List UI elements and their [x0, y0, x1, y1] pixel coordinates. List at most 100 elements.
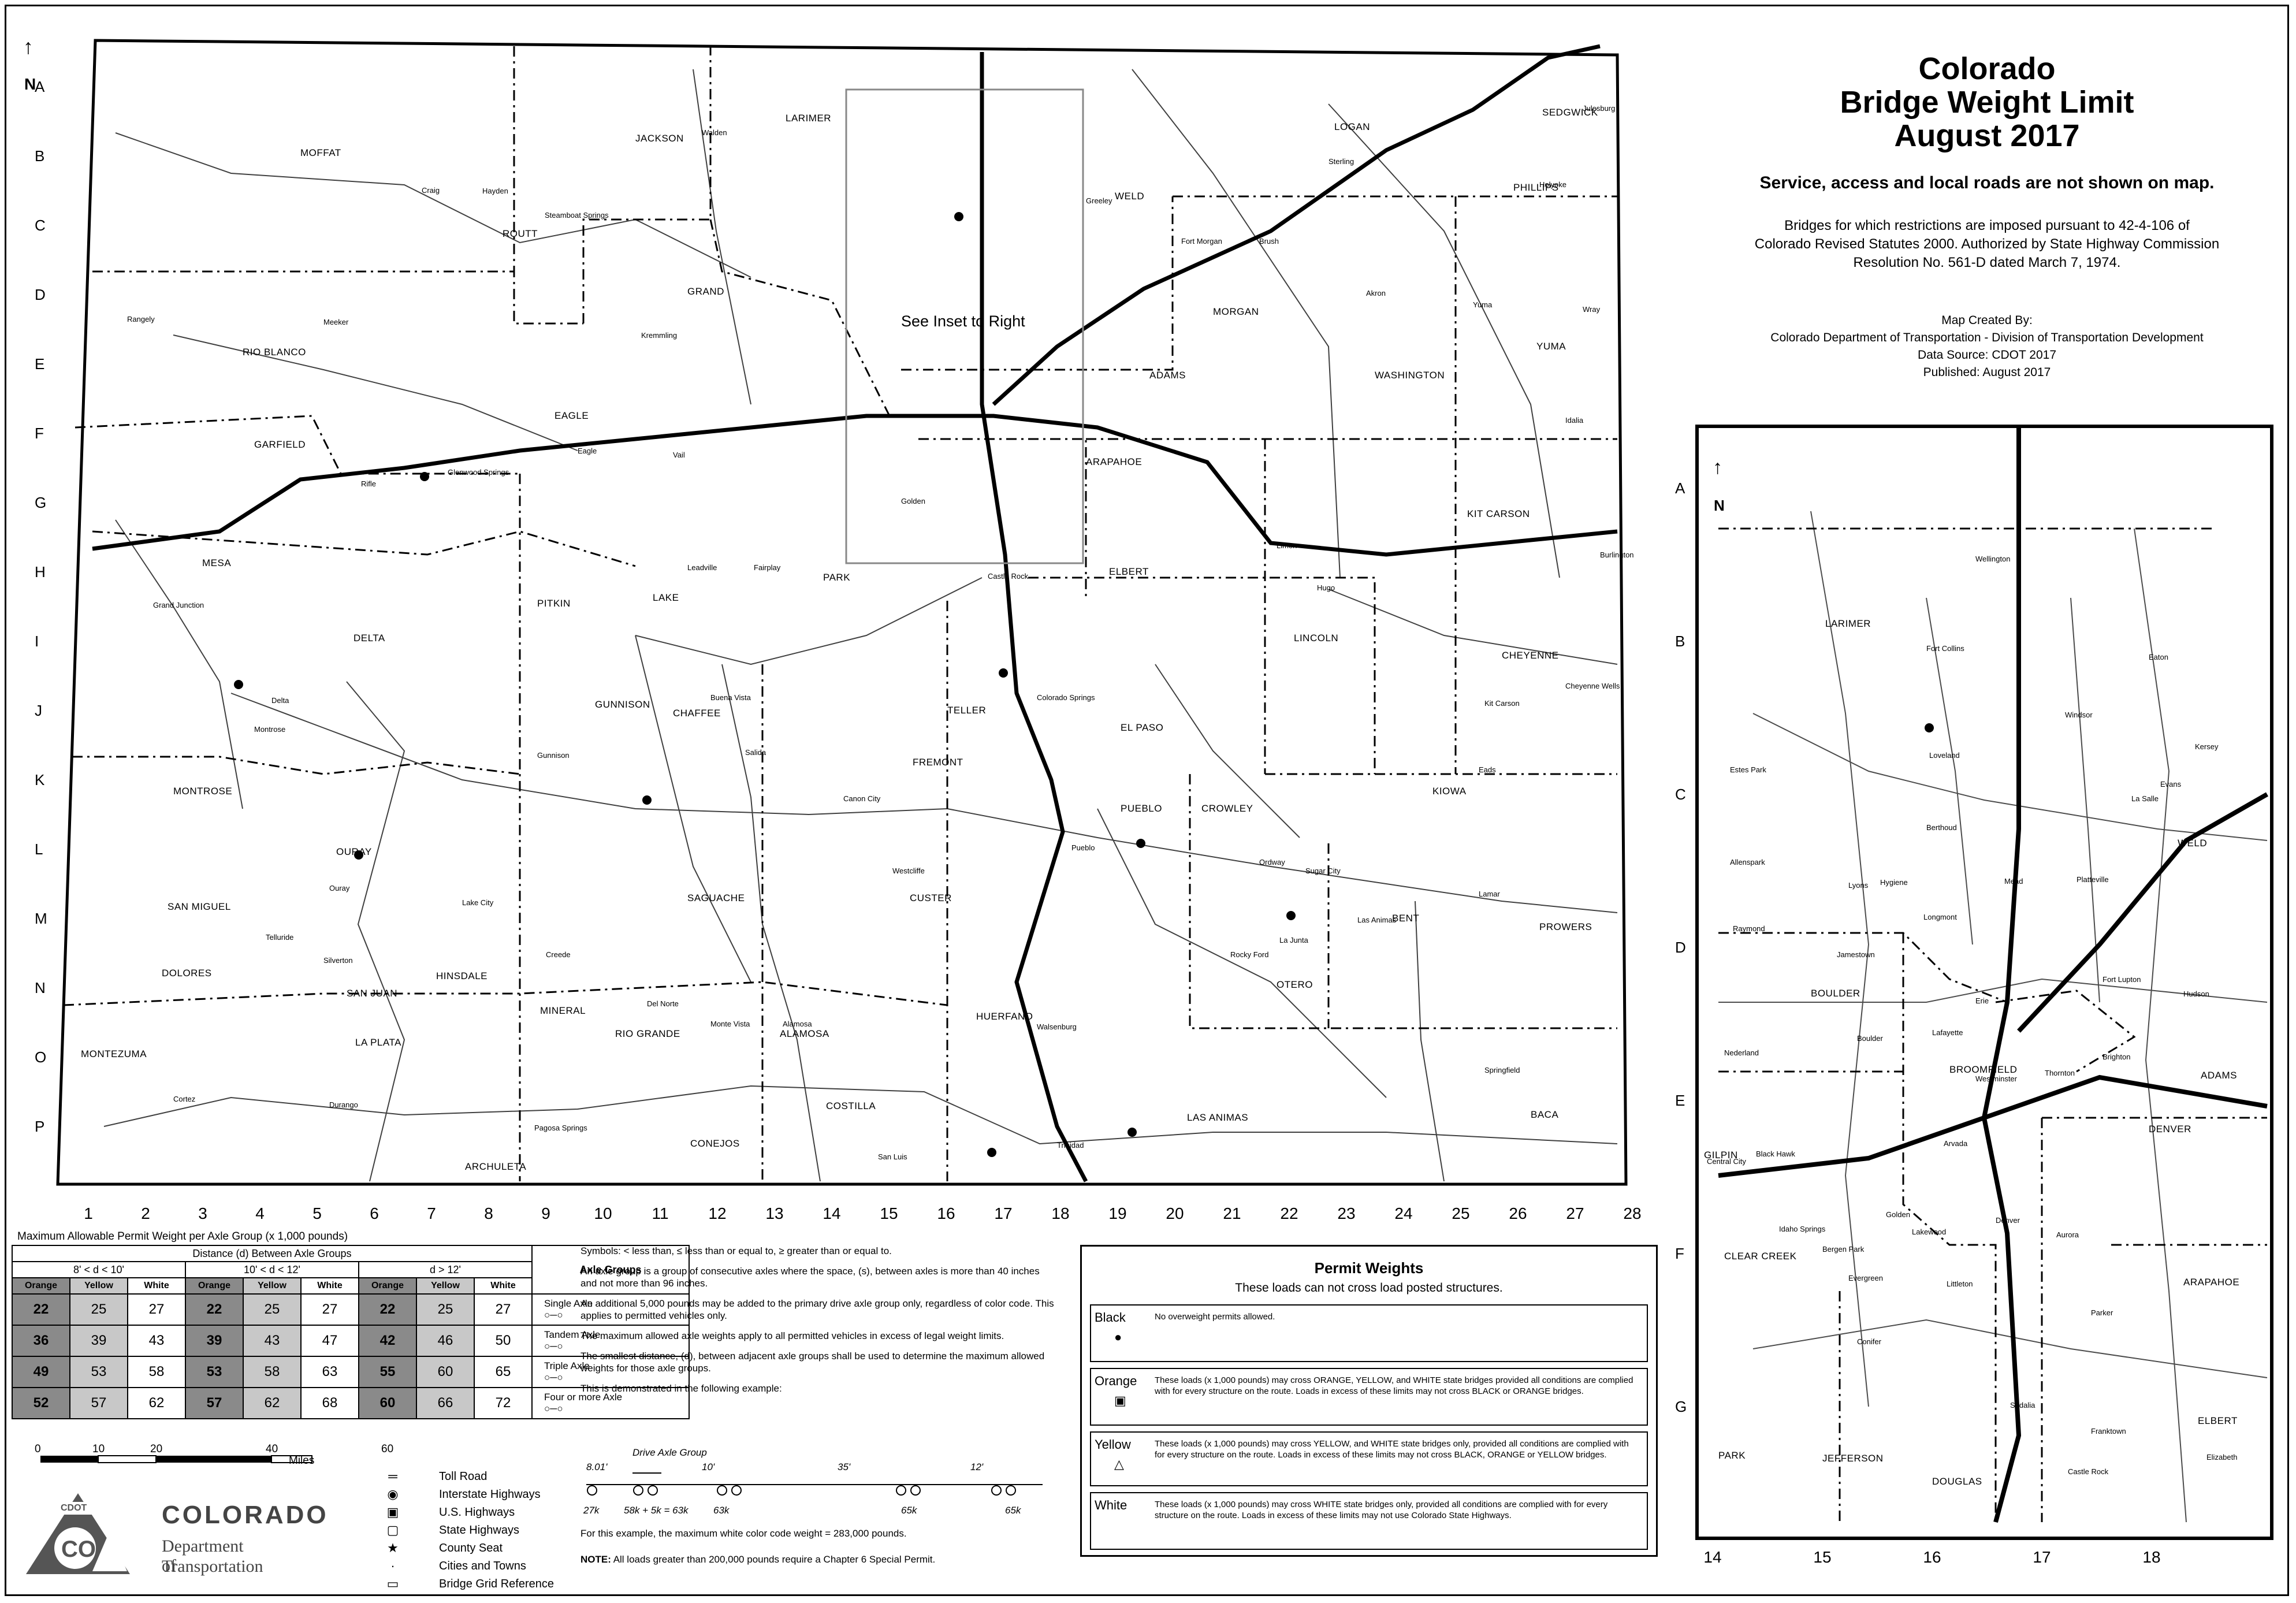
permit-row-orange: Orange▣These loads (x 1,000 pounds) may …: [1090, 1368, 1648, 1426]
grid-column-label: 23: [1337, 1204, 1356, 1222]
authority-line3: Resolution No. 561-D dated March 7, 1974…: [1853, 255, 2121, 270]
legend-label: State Highways: [439, 1524, 519, 1537]
legend-label: U.S. Highways: [439, 1506, 515, 1519]
color-header: White: [127, 1277, 186, 1295]
axle-weight-cell: 65: [474, 1356, 533, 1388]
color-header: Orange: [358, 1277, 417, 1295]
permit-subtitle: These loads can not cross load posted st…: [1235, 1281, 1503, 1295]
legend-label: Interstate Highways: [439, 1488, 541, 1501]
county-label: PUEBLO: [1121, 803, 1162, 814]
inset-city-label: Elizabeth: [2206, 1453, 2238, 1461]
permit-description: These loads (x 1,000 pounds) may cross O…: [1155, 1375, 1633, 1396]
inset-grid-row-label: A: [1675, 479, 1685, 497]
axle-weight-cell: 52: [12, 1387, 70, 1419]
inset-county-label: BOULDER: [1811, 988, 1860, 999]
inset-reference-box: [845, 88, 1084, 564]
county-label: YUMA: [1536, 341, 1566, 352]
bridge-markers: [234, 212, 1296, 1157]
grid-column-label: 1: [84, 1204, 93, 1222]
inset-city-label: Hygiene: [1880, 878, 1908, 887]
grid-row-label: I: [35, 633, 39, 650]
map-subtitle: Service, access and local roads are not …: [1759, 173, 2215, 192]
axle-weight-cell: 36: [12, 1325, 70, 1357]
color-header: Yellow: [416, 1277, 475, 1295]
badge-text: CDOT: [61, 1503, 87, 1513]
county-label: MOFFAT: [300, 147, 341, 158]
city-label: Walden: [702, 128, 727, 137]
axle-weight-cell: 49: [12, 1356, 70, 1388]
north-label: N: [24, 75, 36, 93]
scale-tick-label: 20: [150, 1443, 163, 1455]
authority-line2: Colorado Revised Statutes 2000. Authoriz…: [1754, 236, 2220, 252]
axle-weight-cell: 42: [358, 1325, 417, 1357]
grid-column-label: 27: [1566, 1204, 1584, 1222]
city-label: La Junta: [1279, 936, 1308, 944]
county-label: MORGAN: [1213, 306, 1259, 317]
county-label: CUSTER: [910, 892, 952, 903]
county-label: MONTEZUMA: [81, 1048, 147, 1059]
city-label: Creede: [546, 950, 571, 959]
scale-tick-label: 10: [92, 1443, 105, 1455]
axle-weight-cell: 25: [243, 1293, 302, 1326]
county-label: ROUTT: [503, 228, 538, 239]
axle-weight-cell: 60: [416, 1356, 475, 1388]
axle-weight-cell: 57: [185, 1387, 244, 1419]
state-outline: [56, 39, 1628, 1186]
example-result: For this example, the maximum white colo…: [580, 1528, 907, 1539]
county-label: DOLORES: [162, 968, 212, 979]
county-label: OTERO: [1277, 979, 1313, 990]
inset-city-label: Estes Park: [1730, 765, 1766, 774]
county-label: EAGLE: [555, 410, 589, 421]
city-label: Brush: [1259, 237, 1279, 246]
county-label: CHAFFEE: [673, 708, 721, 719]
axle-group-cell: Triple Axle○─○: [531, 1356, 690, 1388]
cdot-logo: CDOT CO COLORADO Department of Transport…: [23, 1490, 326, 1580]
city-label: Springfield: [1484, 1066, 1520, 1074]
permit-description: No overweight permits allowed.: [1155, 1312, 1275, 1322]
grid-column-label: 13: [765, 1204, 784, 1222]
county-seat-star-icon: ★: [387, 1541, 399, 1555]
axle-weight-cell: 22: [12, 1293, 70, 1326]
county-label: GUNNISON: [595, 699, 650, 710]
city-label: Kit Carson: [1484, 699, 1520, 708]
inset-grid-column-label: 17: [2033, 1548, 2051, 1566]
city-label: Idalia: [1565, 416, 1584, 425]
city-label: Canon City: [843, 794, 881, 803]
inset-city-label: Central City: [1707, 1157, 1746, 1166]
county-label: HINSDALE: [436, 970, 488, 981]
inset-city-label: Franktown: [2091, 1427, 2126, 1435]
notes: Symbols: < less than, ≤ less than or equ…: [580, 1245, 1054, 1403]
city-label: Burlington: [1600, 551, 1634, 559]
grid-column-label: 7: [427, 1204, 436, 1222]
inset-city-label: Denver: [1996, 1216, 2020, 1225]
bridge-black-marker: [642, 795, 652, 805]
county-label: WELD: [1115, 191, 1145, 202]
axle-weight-cell: 62: [243, 1387, 302, 1419]
scale-tick-label: 40: [266, 1443, 278, 1455]
county-label: PITKIN: [537, 598, 571, 609]
grid-column-label: 2: [141, 1204, 150, 1222]
county-label: PARK: [823, 572, 851, 583]
inset-city-label: Brighton: [2103, 1052, 2131, 1061]
inset-city-label: Lakewood: [1912, 1228, 1947, 1236]
axle-group-label: Tandem Axle: [544, 1329, 601, 1340]
grid-row-label: K: [35, 771, 45, 789]
axle-group-label: Single Axle: [544, 1298, 593, 1309]
color-header: Yellow: [69, 1277, 128, 1295]
county-label: ADAMS: [1149, 370, 1186, 381]
grid-row-label: D: [35, 286, 46, 303]
inset-city-label: Black Hawk: [1756, 1150, 1795, 1158]
north-arrow-icon: ↑: [23, 35, 34, 58]
city-label: Trinidad: [1057, 1141, 1084, 1150]
bridge-black-marker: [987, 1148, 996, 1157]
axle-diagram-icon: ○─○: [544, 1310, 563, 1321]
inset-grid-row-label: F: [1675, 1245, 1684, 1262]
city-label: Lake City: [462, 898, 494, 907]
city-label: Leadville: [687, 563, 717, 572]
county-label: BENT: [1392, 913, 1420, 924]
inset-city-label: Berthoud: [1926, 823, 1957, 832]
inset-county-label: BROOMFIELD: [1949, 1064, 2018, 1075]
grid-column-label: 24: [1394, 1204, 1413, 1222]
county-label: ARCHULETA: [465, 1161, 527, 1172]
axle-diagram-icon: ○─○: [544, 1372, 563, 1383]
